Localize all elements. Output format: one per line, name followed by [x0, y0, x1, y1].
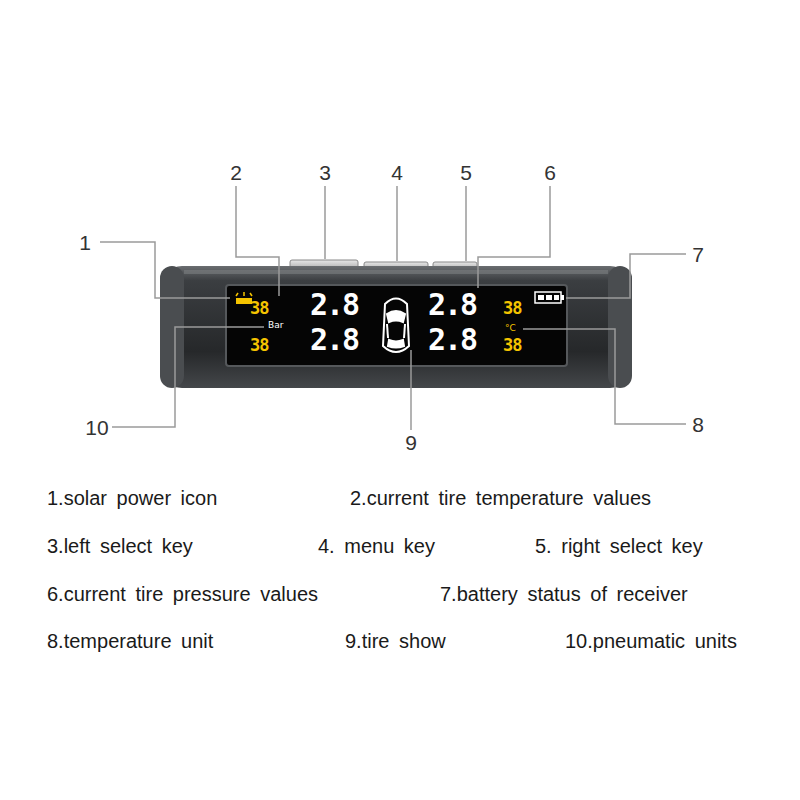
part-description: 2.current tire temperature values	[350, 487, 651, 509]
callout-number: 2	[230, 162, 242, 183]
callout-number: 4	[391, 162, 403, 183]
callout-number: 7	[692, 244, 704, 265]
part-description: 6.current tire pressure values	[47, 583, 318, 605]
callout-number: 10	[85, 417, 108, 438]
leader-line	[523, 329, 686, 424]
leader-line	[465, 186, 467, 261]
solar-power-icon	[236, 292, 252, 304]
callout-number: 3	[319, 162, 331, 183]
leader-line	[566, 254, 686, 298]
lcd-display: 382.82.838Bar°C382.82.838	[228, 287, 565, 364]
housing-highlight	[184, 270, 608, 274]
battery-icon	[535, 292, 564, 303]
part-description: 8.temperature unit	[47, 630, 213, 652]
leader-line	[410, 350, 412, 430]
temperature-value: 38	[250, 337, 268, 354]
temperature-value: 38	[503, 300, 521, 317]
car-icon	[383, 299, 409, 353]
lcd-screen	[226, 285, 567, 366]
part-description: 5. right select key	[535, 535, 703, 557]
temperature-value: 38	[503, 337, 521, 354]
part-description: 3.left select key	[47, 535, 193, 557]
part-description: 9.tire show	[345, 630, 446, 652]
callout-number: 1	[79, 232, 91, 253]
temperature-value: 38	[250, 300, 268, 317]
pressure-value: 2.8	[428, 325, 476, 355]
unit-label: °C	[505, 324, 516, 333]
part-description: 1.solar power icon	[47, 487, 217, 509]
leader-line	[112, 327, 264, 427]
pressure-value: 2.8	[428, 290, 476, 320]
callout-number: 6	[544, 162, 556, 183]
leader-line	[396, 186, 398, 261]
leader-line	[324, 186, 326, 259]
callout-number: 9	[405, 432, 417, 453]
leader-line	[100, 242, 230, 298]
leader-line	[478, 186, 550, 288]
pressure-value: 2.8	[310, 325, 358, 355]
leader-line	[236, 186, 279, 296]
part-description: 4. menu key	[318, 535, 435, 557]
pressure-value: 2.8	[310, 290, 358, 320]
unit-label: Bar	[268, 321, 283, 330]
part-description: 10.pneumatic units	[565, 630, 737, 652]
part-description: 7.battery status of receiver	[440, 583, 688, 605]
callout-number: 8	[692, 414, 704, 435]
callout-number: 5	[460, 162, 472, 183]
right-end-cap	[608, 266, 632, 388]
